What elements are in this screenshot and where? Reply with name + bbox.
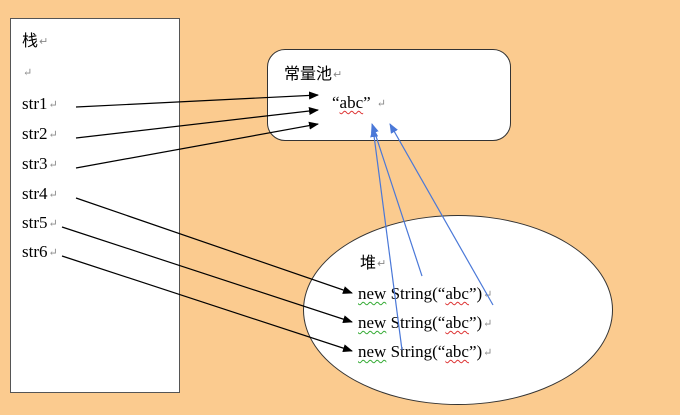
stack-var-str3: str3↵ <box>22 154 58 173</box>
stack-empty-line: ↵ <box>23 67 33 79</box>
stack-panel <box>10 18 180 393</box>
heap-object-3: new String(“abc”)↵ <box>358 342 493 361</box>
constant-pool-literal: “abc”↵ <box>332 93 386 112</box>
stack-title: 栈↵ <box>22 31 49 50</box>
stack-var-str4: str4↵ <box>22 184 58 203</box>
stack-var-str5: str5↵ <box>22 213 58 232</box>
heap-title: 堆↵ <box>360 253 387 272</box>
heap-object-1: new String(“abc”)↵ <box>358 284 493 303</box>
stack-var-str6: str6↵ <box>22 242 58 261</box>
stack-var-str1: str1↵ <box>22 94 58 113</box>
constant-pool-box <box>267 49 511 141</box>
constant-pool-title: 常量池↵ <box>284 64 343 83</box>
heap-ellipse <box>303 215 613 405</box>
stack-var-str2: str2↵ <box>22 124 58 143</box>
heap-object-2: new String(“abc”)↵ <box>358 313 493 332</box>
